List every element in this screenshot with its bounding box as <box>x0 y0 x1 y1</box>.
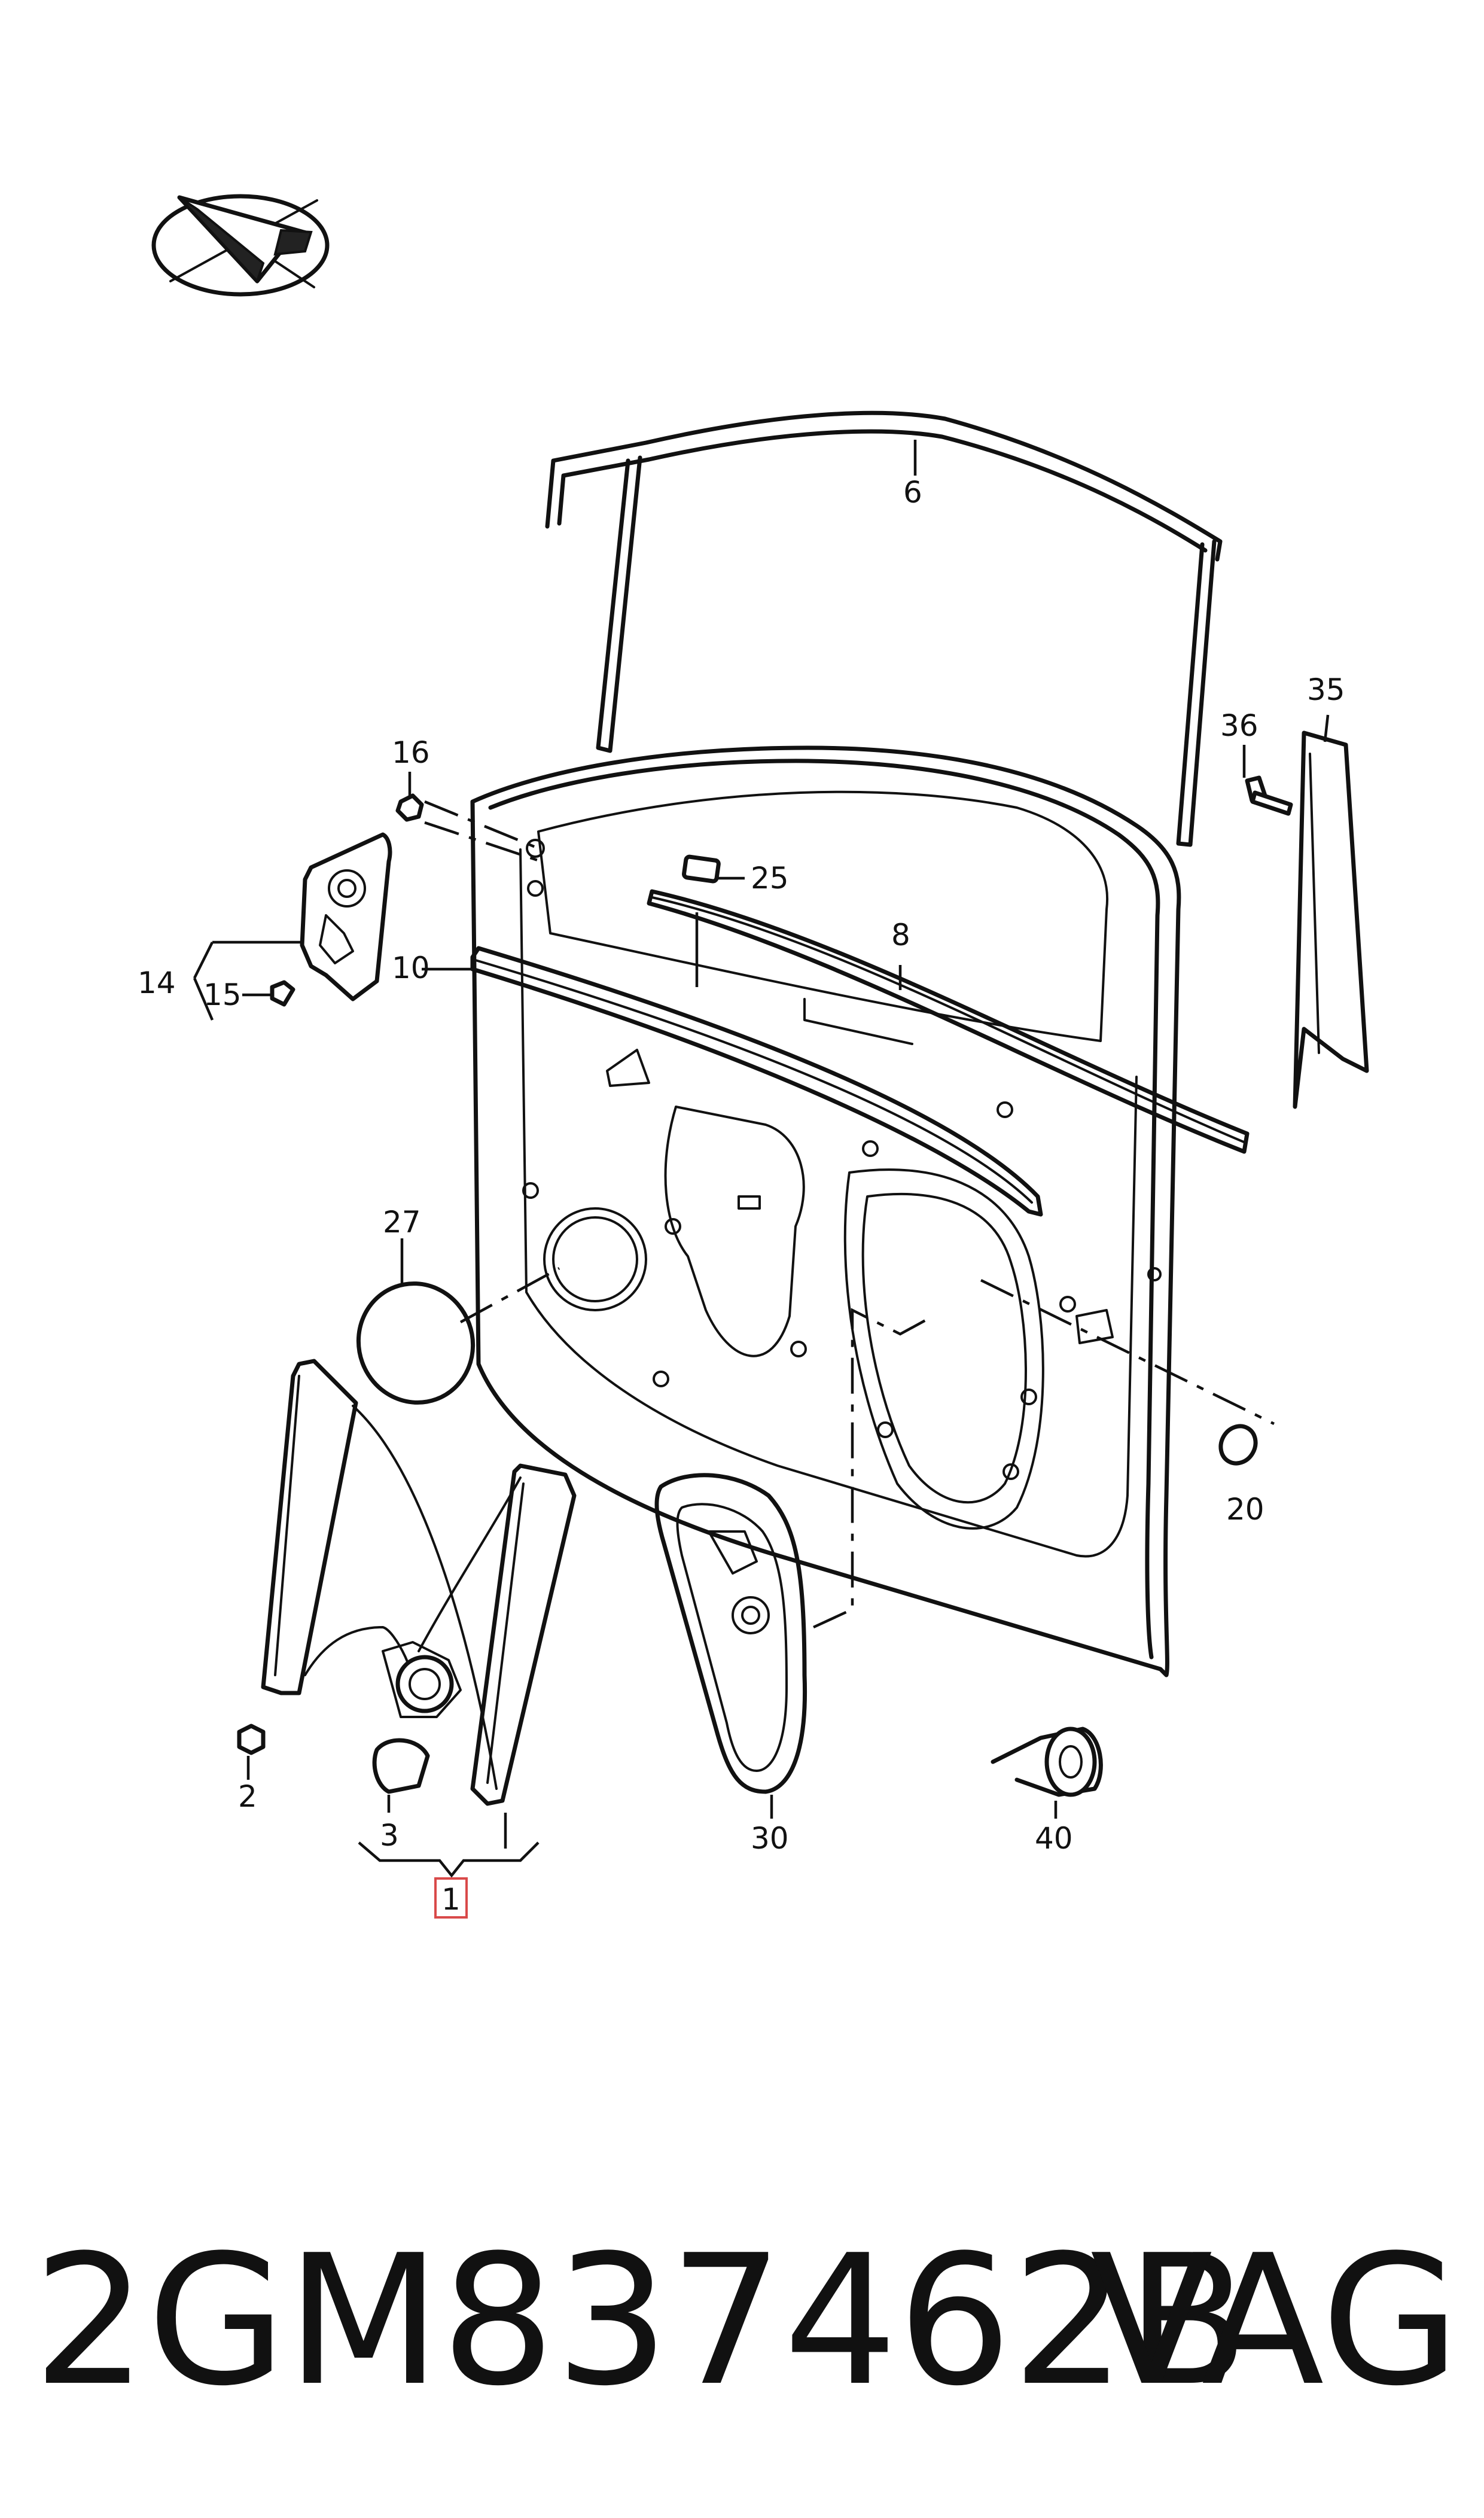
door-inner-panel <box>470 745 1181 1677</box>
window-frame-seal <box>545 410 1223 847</box>
callout-labels: 6 16 36 35 25 8 14 15 10 27 20 2 3 30 40… <box>138 475 1345 1919</box>
belt-moulding-inner <box>470 946 1043 1217</box>
callout-14: 14 <box>138 966 176 1000</box>
mirror-bracket <box>193 772 542 1021</box>
clip-25 <box>682 854 745 884</box>
speaker-trim-30 <box>654 1308 934 1819</box>
callout-27: 27 <box>383 1205 421 1240</box>
brand-label: VAG <box>1090 2216 1460 2425</box>
callout-2: 2 <box>238 1779 257 1814</box>
round-cover-27 <box>356 1238 560 1405</box>
callout-1: 1 <box>441 1882 461 1917</box>
callout-36: 36 <box>1220 708 1258 743</box>
orientation-arrow-icon <box>151 194 330 297</box>
highlight-box <box>434 1877 468 1919</box>
door-seal-strip <box>1242 714 1369 1109</box>
callout-35: 35 <box>1307 672 1345 707</box>
callout-10: 10 <box>392 951 430 985</box>
callout-20: 20 <box>1226 1492 1264 1527</box>
footer: 2GM837462B VAG <box>0 2213 1484 2429</box>
plug-20 <box>980 1278 1275 1466</box>
callout-30: 30 <box>751 1821 789 1856</box>
callout-3: 3 <box>380 1818 399 1853</box>
callout-6: 6 <box>903 475 922 510</box>
callout-16: 16 <box>392 735 430 770</box>
tape-roll-40 <box>991 1727 1103 1819</box>
callout-8: 8 <box>891 918 910 952</box>
window-regulator <box>237 1359 577 1878</box>
callout-40: 40 <box>1035 1821 1073 1856</box>
belt-moulding-outer <box>647 889 1250 1154</box>
callout-25: 25 <box>751 861 789 896</box>
callout-15: 15 <box>203 978 242 1012</box>
part-number: 2GM837462B <box>33 2216 1250 2425</box>
